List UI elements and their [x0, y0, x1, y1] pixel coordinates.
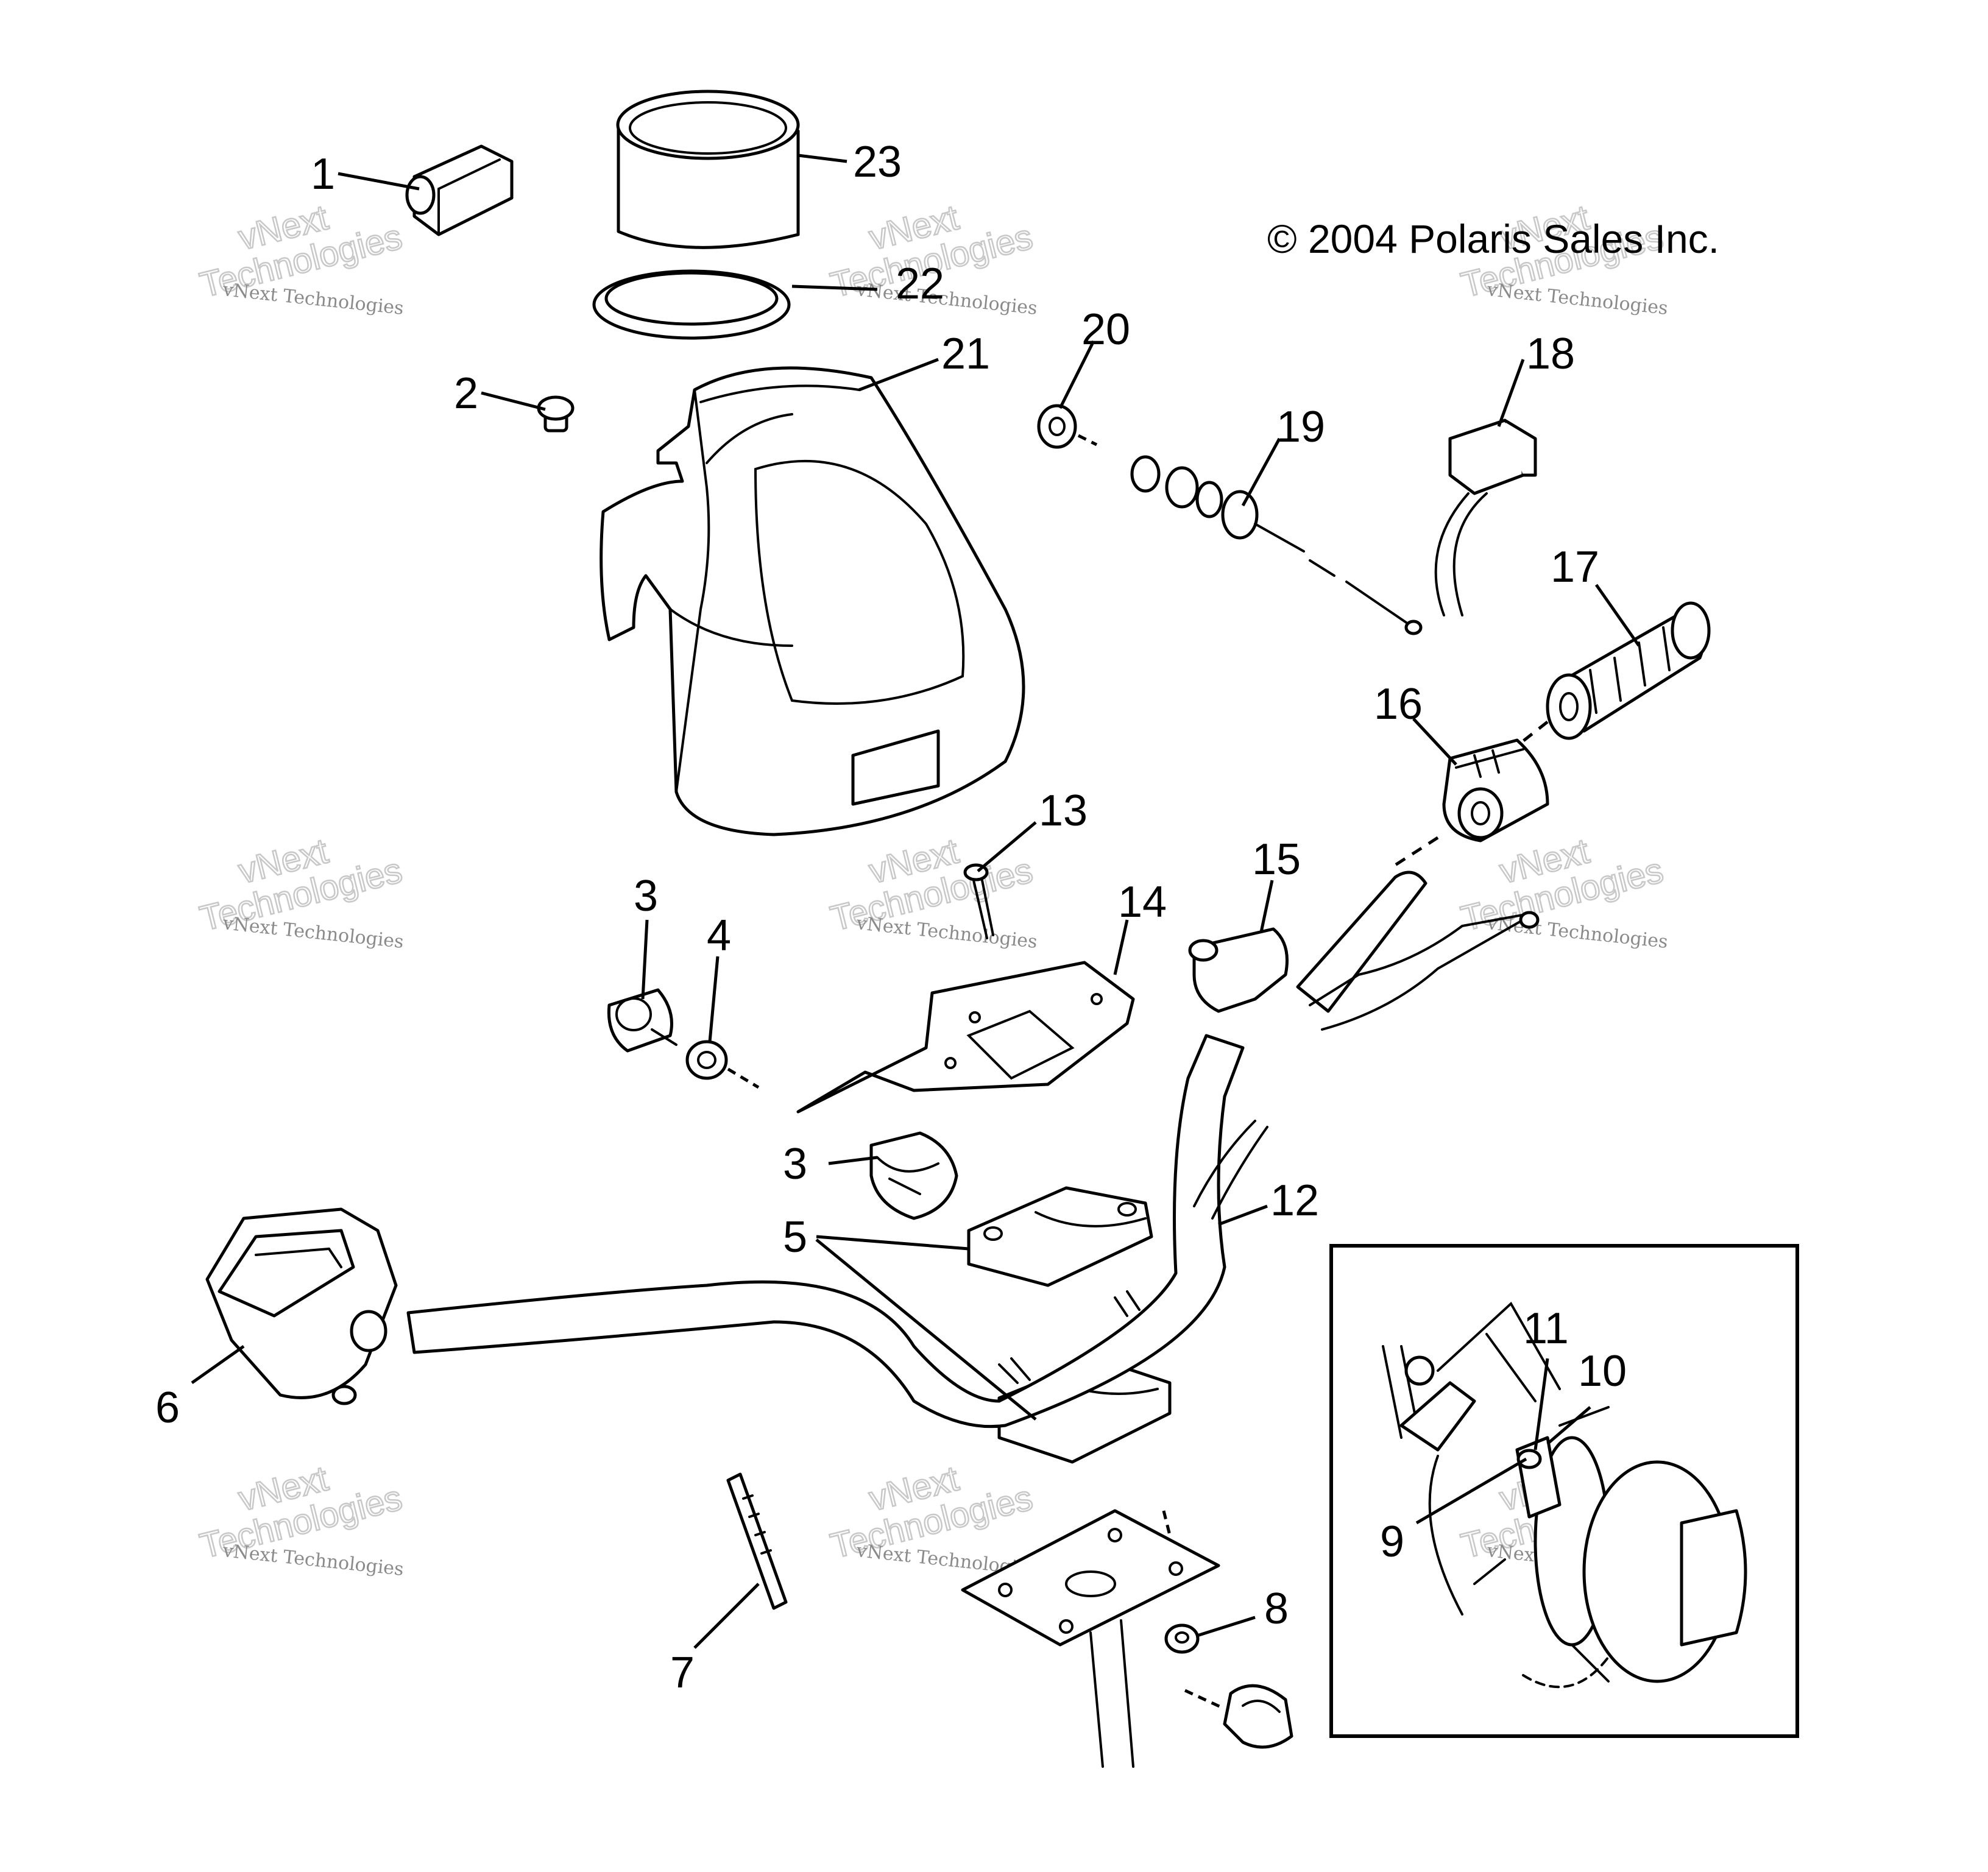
part-16-throttle-housing [1442, 738, 1549, 842]
callout-3-lower: 3 [783, 1140, 807, 1189]
callout-9: 9 [1380, 1517, 1404, 1566]
part-12-handlebar [406, 1034, 1268, 1429]
callout-22: 22 [896, 260, 944, 308]
callout-10: 10 [1578, 1347, 1627, 1396]
watermark-small-4: vNext Technologies [221, 913, 405, 953]
part-18-switch-harness [1434, 419, 1537, 616]
callout-23: 23 [853, 138, 902, 186]
callout-12: 12 [1270, 1176, 1319, 1225]
cable-clamp [1184, 1684, 1293, 1749]
callout-7: 7 [670, 1648, 695, 1697]
callout-5: 5 [783, 1213, 807, 1262]
part-6-switch-housing [205, 1207, 398, 1405]
part-5-clamp-upper [967, 1186, 1153, 1287]
part-22-ring-seal [592, 269, 791, 340]
part-20-nut [1037, 404, 1098, 449]
part-23-gauge-bezel [616, 90, 800, 249]
callout-16: 16 [1374, 680, 1423, 729]
callout-13: 13 [1039, 786, 1088, 835]
part-3-switch-lower [869, 1131, 958, 1220]
callout-1: 1 [311, 150, 335, 199]
part-19-ignition-switch [1130, 455, 1423, 635]
callout-6: 6 [155, 1383, 180, 1432]
part-4-nut [685, 1040, 760, 1089]
watermark-small-2: vNext Technologies [855, 279, 1038, 319]
part-2-screw [537, 395, 575, 433]
watermark-small-6: vNext Technologies [1485, 913, 1669, 953]
part-15-brake-master-cylinder [1188, 871, 1540, 1031]
callout-labels: 1 23 22 2 21 20 19 18 17 16 15 14 13 3 4… [155, 138, 1627, 1697]
callout-14: 14 [1118, 878, 1167, 927]
part-8-nut [1164, 1623, 1200, 1654]
callout-17: 17 [1551, 543, 1599, 592]
part-21-handlebar-pod [600, 366, 1025, 836]
copyright-notice: © 2004 Polaris Sales Inc. [1267, 216, 1719, 261]
part-7-cable-tie [726, 1472, 788, 1610]
callout-19: 19 [1276, 403, 1325, 451]
part-14-mounting-plate [796, 961, 1135, 1114]
watermark-small-1: vNext Technologies [221, 279, 405, 319]
callout-4: 4 [707, 911, 731, 960]
watermark-small-7: vNext Technologies [221, 1540, 405, 1580]
part-3-switch-upper [607, 988, 677, 1053]
part-17-grip [1546, 601, 1711, 740]
callout-11: 11 [1523, 1304, 1569, 1353]
inset-brake-detail [1329, 1244, 1799, 1738]
steering-stem-plate [961, 1509, 1220, 1768]
callout-2: 2 [454, 369, 478, 418]
leader-lines [191, 154, 1641, 1649]
part-1-switch-clip [405, 144, 514, 236]
callout-8: 8 [1264, 1584, 1289, 1633]
callout-18: 18 [1526, 330, 1575, 378]
callout-3-upper: 3 [634, 872, 658, 920]
watermark-small-5: vNext Technologies [855, 913, 1038, 953]
callout-21: 21 [941, 330, 990, 378]
callout-15: 15 [1252, 835, 1301, 884]
callout-20: 20 [1081, 305, 1130, 354]
watermark-small-3: vNext Technologies [1485, 279, 1669, 319]
